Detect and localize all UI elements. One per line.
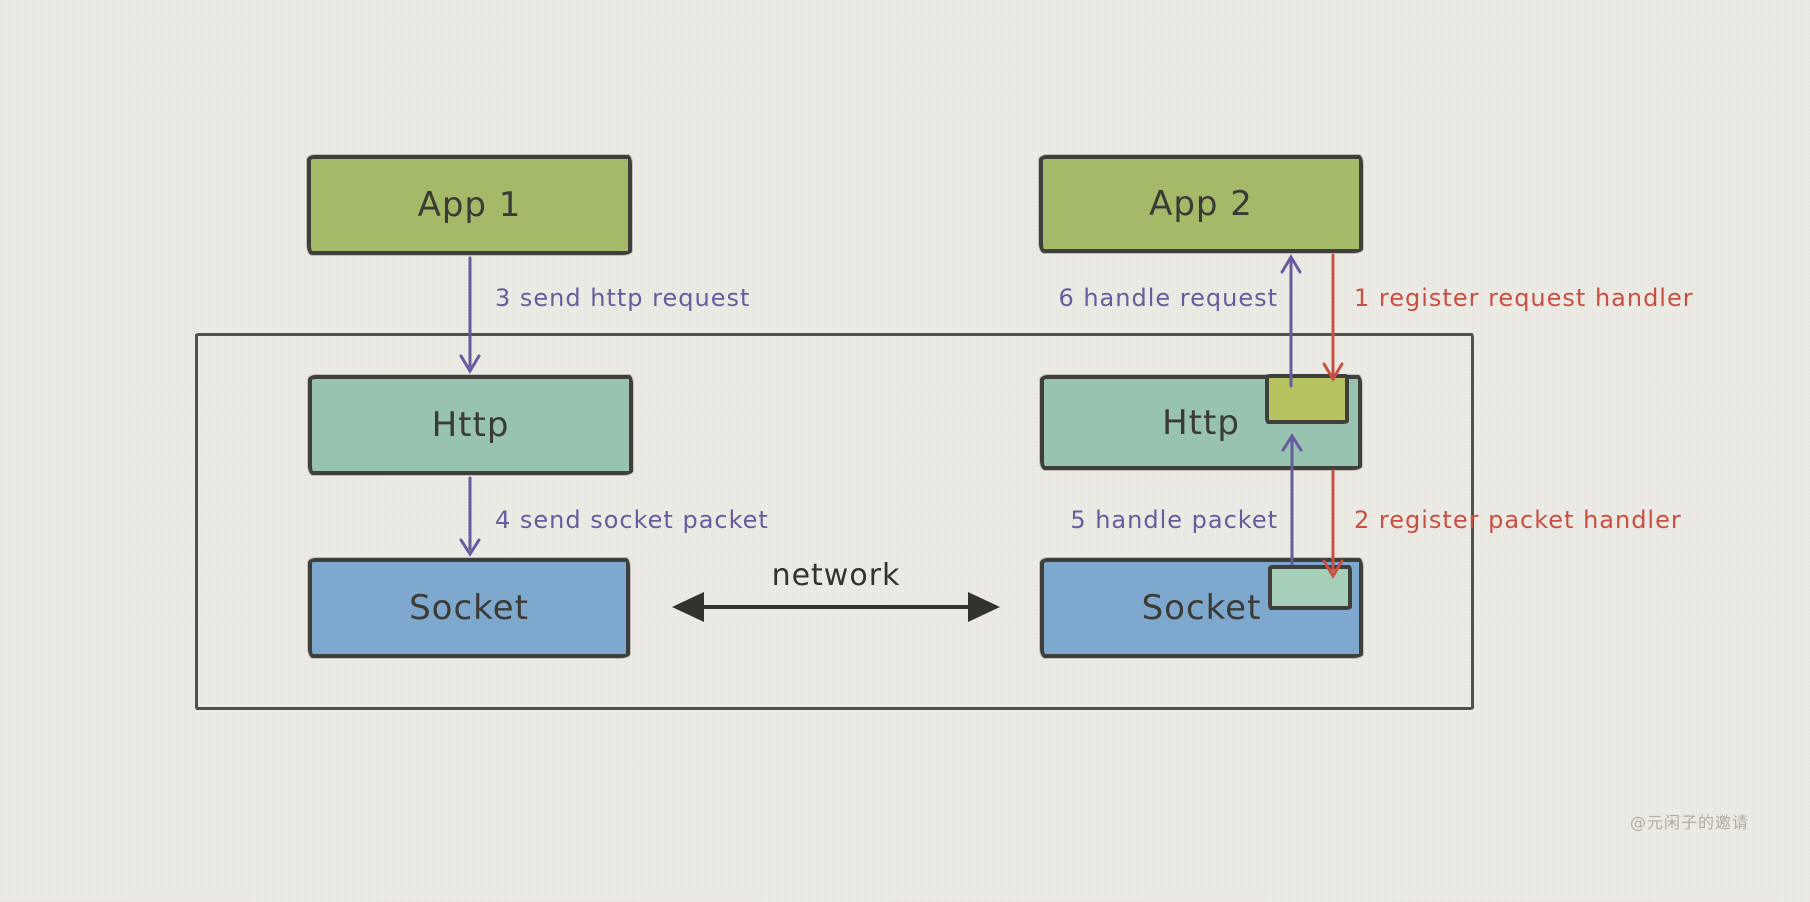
request-handler-box (1265, 374, 1349, 424)
node-http1: Http (308, 375, 633, 475)
node-app1: App 1 (307, 155, 632, 255)
packet-handler-box (1268, 565, 1352, 610)
edge-label-send-http-request: 3 send http request (495, 284, 751, 312)
node-app2: App 2 (1039, 155, 1363, 253)
protocol-stack-frame (195, 333, 1474, 710)
node-http2-label: Http (1162, 402, 1240, 443)
node-socket2-label: Socket (1141, 588, 1262, 628)
edge-label-handle-request: 6 handle request (1058, 284, 1278, 312)
edge-label-register-packet-handler: 2 register packet handler (1354, 506, 1682, 534)
edge-label-register-request-handler: 1 register request handler (1354, 284, 1694, 312)
edge-label-handle-packet: 5 handle packet (1070, 506, 1278, 534)
node-socket1-label: Socket (409, 588, 529, 628)
node-socket1: Socket (308, 558, 630, 658)
edge-label-send-socket-packet: 4 send socket packet (495, 506, 769, 534)
watermark: @元闲子的邀请 (1630, 813, 1750, 832)
node-http1-label: Http (431, 405, 510, 445)
node-app2-label: App 2 (1149, 184, 1253, 224)
node-app1-label: App 1 (417, 185, 522, 225)
network-label: network (771, 558, 901, 593)
